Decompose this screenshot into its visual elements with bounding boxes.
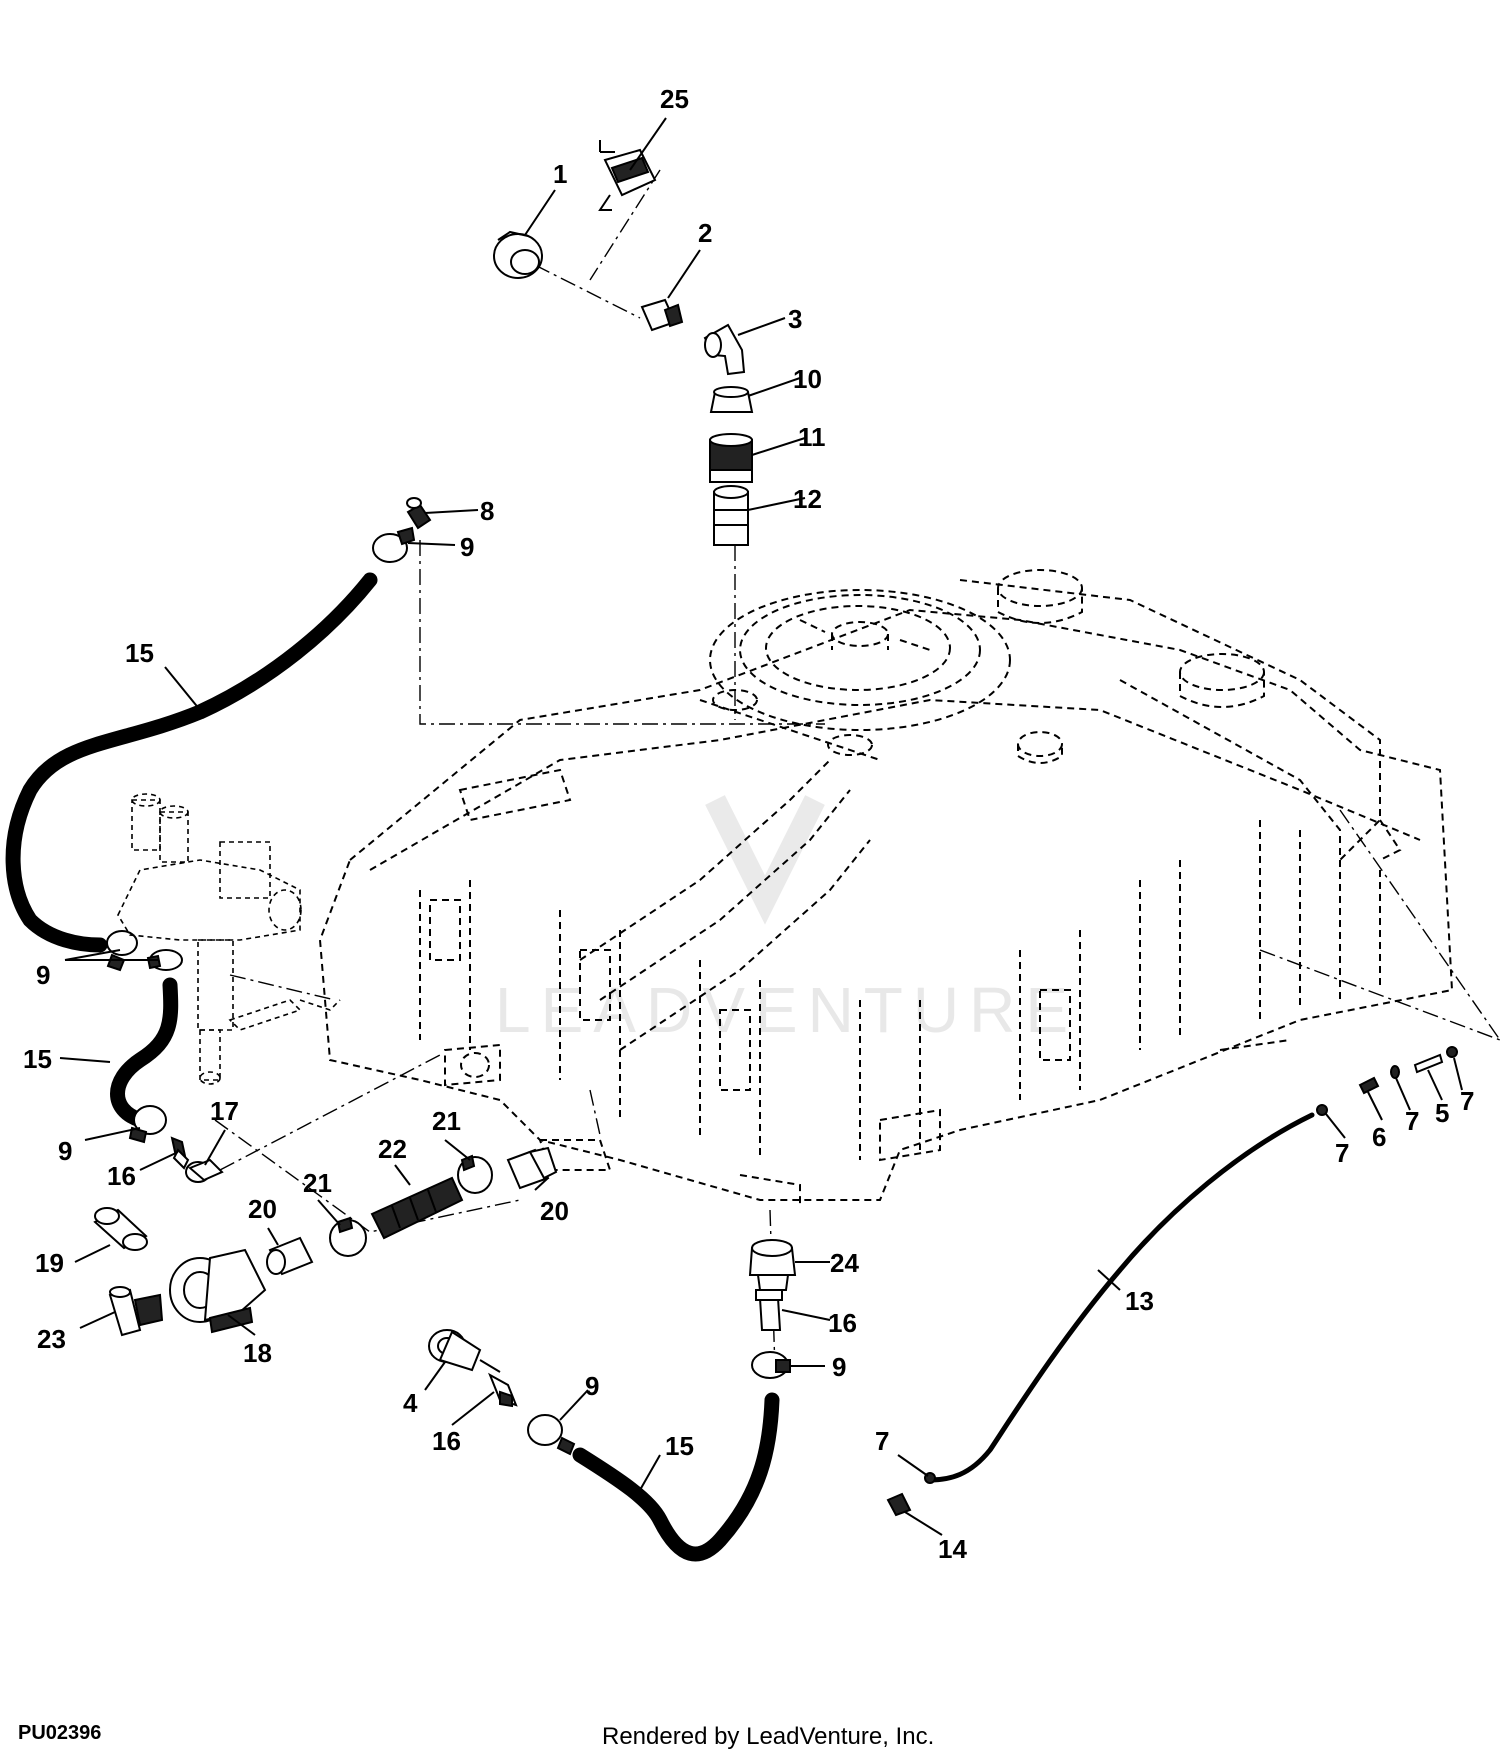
hose-15-lower [572, 1392, 780, 1562]
part-10-nut [709, 386, 754, 413]
part-2-connector [640, 298, 684, 332]
callout-1: 1 [553, 159, 567, 189]
hose-15-upper [5, 572, 378, 953]
tank [318, 569, 1454, 1205]
callout-6: 6 [1372, 1122, 1386, 1152]
callout-25: 25 [660, 84, 689, 114]
callout-11: 11 [798, 422, 826, 452]
callout-5: 5 [1435, 1098, 1449, 1128]
callout-20-left: 20 [248, 1194, 277, 1224]
part-16-fitting-right [755, 1289, 783, 1331]
callout-9-top: 9 [460, 532, 474, 562]
callout-12: 12 [793, 484, 822, 514]
callout-9-bottom: 9 [585, 1371, 599, 1401]
callout-16-left: 16 [107, 1161, 136, 1191]
callout-21-right: 21 [432, 1106, 461, 1136]
callout-8: 8 [480, 496, 494, 526]
callout-9-lower-left: 9 [58, 1136, 72, 1166]
callout-13: 13 [1125, 1286, 1154, 1316]
callout-16-bottom: 16 [432, 1426, 461, 1456]
hoses [5, 572, 1315, 1562]
part-19-sleeve [93, 1207, 148, 1251]
callout-24: 24 [830, 1248, 859, 1278]
callout-3: 3 [788, 304, 802, 334]
part-16-fitting-bottom [488, 1372, 518, 1408]
part-21-clamp-left [329, 1216, 367, 1257]
part-25-switch [598, 140, 657, 211]
diagram-code: PU02396 [18, 1722, 101, 1744]
callout-7-d: 7 [875, 1426, 889, 1456]
callout-16-right: 16 [828, 1308, 857, 1338]
hose-15-left [110, 977, 179, 1128]
part-9-clamp-left-c [128, 1105, 167, 1144]
watermark-logo-icon [705, 795, 825, 925]
callout-7-c: 7 [1460, 1086, 1474, 1116]
center-lines [214, 169, 1500, 1371]
part-21-clamp-right [457, 1154, 493, 1194]
part-9-clamp-right [751, 1351, 791, 1379]
callout-20-right: 20 [540, 1196, 569, 1226]
valve-assembly [117, 793, 341, 1085]
part-17-elbow [185, 1158, 224, 1183]
callout-2: 2 [698, 218, 712, 248]
part-12-strainer [713, 485, 749, 546]
part-9-clamp-bottom [527, 1414, 576, 1456]
callout-15-left: 15 [23, 1044, 52, 1074]
callouts: 25 1 2 3 10 11 12 8 9 15 9 15 9 16 17 21… [23, 84, 1474, 1564]
part-18-valve-body [169, 1248, 267, 1334]
watermark-text: LEADVENTURE [495, 974, 1078, 1046]
callout-7-a: 7 [1335, 1138, 1349, 1168]
footer-credit: Rendered by LeadVenture, Inc. [602, 1723, 934, 1750]
part-20-fitting-left [266, 1236, 314, 1276]
part-4-sensor [428, 1329, 501, 1373]
part-9-clamp-top [372, 526, 416, 563]
part-23-elbow [108, 1286, 164, 1337]
part-9-clamp-left-a [106, 930, 138, 972]
part-11-coupling [709, 433, 753, 483]
callout-9-right: 9 [832, 1352, 846, 1382]
part-16-fitting-left [170, 1136, 190, 1170]
callout-23: 23 [37, 1324, 66, 1354]
callout-9-left: 9 [36, 960, 50, 990]
callout-18: 18 [243, 1338, 272, 1368]
callout-15-lower: 15 [665, 1431, 694, 1461]
watermark: LEADVENTURE [495, 795, 1078, 1046]
callout-17: 17 [210, 1096, 239, 1126]
callout-19: 19 [35, 1248, 64, 1278]
callout-14: 14 [938, 1534, 967, 1564]
part-1-clamp [493, 230, 543, 279]
part-22-hose [370, 1176, 464, 1240]
part-8-fitting [406, 497, 432, 530]
cable-parts [886, 1046, 1458, 1517]
cable-13 [927, 1112, 1315, 1483]
callout-7-b: 7 [1405, 1106, 1419, 1136]
part-3-elbow [703, 323, 746, 376]
part-24-bulkhead [748, 1239, 797, 1291]
callout-15-upper: 15 [125, 638, 154, 668]
part-20-fitting-right [506, 1146, 558, 1190]
callout-4: 4 [403, 1388, 418, 1418]
callout-10: 10 [793, 364, 822, 394]
leaders [59, 117, 1463, 1536]
callout-21-left: 21 [303, 1168, 332, 1198]
parts [93, 140, 1458, 1517]
callout-22: 22 [378, 1134, 407, 1164]
